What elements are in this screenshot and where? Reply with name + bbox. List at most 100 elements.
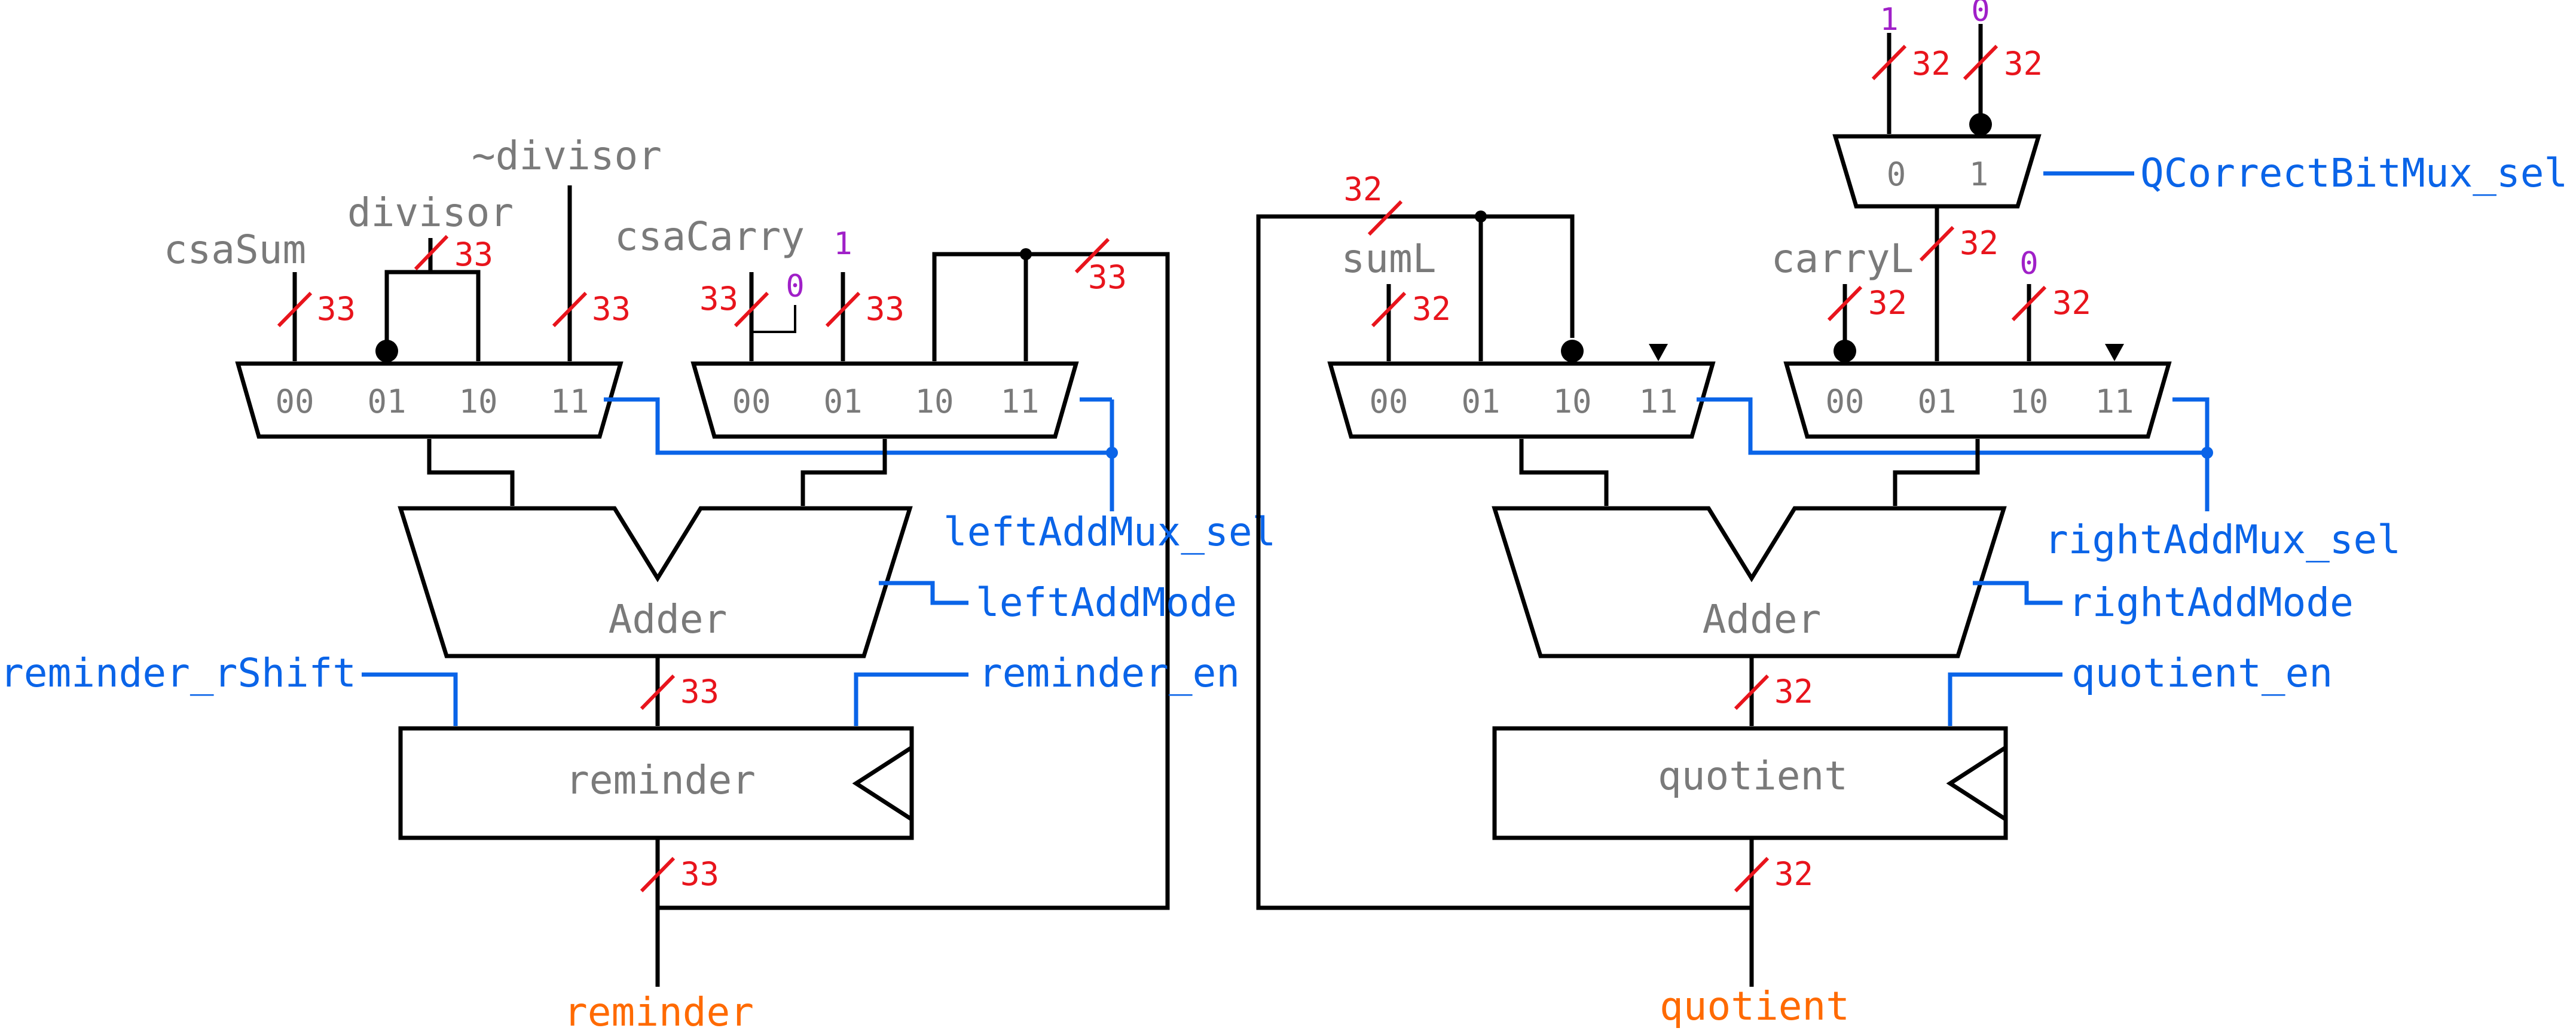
mux-pin-10: 10 [459, 383, 497, 420]
wire-mux2-out [800, 439, 887, 507]
quotient-label: quotient [1658, 753, 1848, 799]
width-slash [734, 291, 769, 328]
mux-pin-11: 11 [2095, 383, 2134, 420]
width-slash [277, 291, 313, 328]
wire-rmux2-out [1893, 439, 1980, 507]
width-label: 33 [680, 855, 719, 893]
wire-rightaddmux-sel-b [2172, 397, 2210, 453]
width-slash [1871, 44, 1907, 81]
junction-dot [1020, 248, 1032, 260]
inverter-dot [1561, 340, 1584, 362]
control-reminder-en[interactable]: reminder_en [979, 650, 1240, 696]
constant-one: 1 [1880, 2, 1898, 38]
wire-reminder-en [854, 672, 968, 727]
width-label: 33 [317, 290, 356, 328]
quotient-register [1492, 726, 2008, 840]
constant-one: 1 [833, 226, 852, 262]
wire-rightaddmode [1972, 581, 2062, 605]
constant-zero: 0 [786, 269, 804, 304]
unused-input-arrow [2105, 344, 2124, 361]
wire-quotient-en [1948, 672, 2062, 727]
width-label: 32 [1912, 45, 1951, 83]
width-slash [1963, 44, 1999, 81]
mux-pin-01: 01 [1917, 383, 1956, 420]
left-adder [398, 506, 913, 658]
clock-triangle [1946, 746, 2007, 821]
width-slash [1919, 225, 1955, 262]
inverter-dot [1969, 113, 1992, 136]
control-leftaddmux-sel[interactable]: leftAddMux_sel [943, 509, 1276, 555]
unused-input-arrow [1649, 344, 1668, 361]
inverter-dot [1834, 340, 1856, 362]
width-label: 33 [680, 673, 719, 710]
mux-pin-00: 00 [1369, 383, 1408, 420]
wire-rightaddmux-sel [1696, 397, 2210, 511]
width-label: 33 [1088, 258, 1127, 296]
mux-pin-00: 00 [732, 383, 771, 420]
width-slash [1734, 674, 1770, 710]
width-label: 32 [1412, 290, 1451, 328]
control-rightaddmux-sel[interactable]: rightAddMux_sel [2045, 517, 2401, 563]
mux-pin-0: 0 [1887, 155, 1906, 193]
width-label: 32 [2004, 45, 2043, 83]
control-qcorrectbitmux-sel[interactable]: QCorrectBitMux_sel [2140, 150, 2568, 196]
width-slash [414, 234, 449, 271]
mux-pin-1: 1 [1969, 155, 1989, 193]
input-csasum: csaSum [164, 227, 306, 273]
width-label: 32 [1343, 170, 1382, 208]
width-label: 32 [1960, 224, 1999, 262]
input-suml: sumL [1342, 236, 1437, 282]
width-slash [1074, 237, 1110, 274]
right-adder [1492, 506, 2007, 658]
output-quotient: quotient [1660, 983, 1850, 1029]
mux-pin-10: 10 [1553, 383, 1591, 420]
mux-pin-01: 01 [1461, 383, 1500, 420]
width-label: 32 [2052, 284, 2091, 322]
control-leftaddmode[interactable]: leftAddMode [976, 579, 1237, 626]
wire-leftaddmux-sel [603, 397, 1114, 511]
width-label: 33 [454, 236, 493, 273]
wire-reminder-feedback [658, 252, 1170, 910]
inverter-dot [375, 340, 398, 362]
constant-zero: 0 [1971, 0, 1990, 29]
adder-label: Adder [1703, 596, 1822, 642]
mux-pin-11: 11 [1639, 383, 1677, 420]
left-mux-2 [690, 361, 1079, 439]
reminder-label: reminder [566, 757, 756, 803]
right-mux-2 [1783, 361, 2172, 439]
width-slash [640, 674, 676, 710]
wire-leftaddmode [878, 581, 968, 605]
mux-pin-10: 10 [915, 383, 954, 420]
wire-divisor-split [384, 270, 481, 361]
wire-csacarry-shift [751, 305, 796, 333]
wire-reminder-rshift [362, 672, 458, 727]
width-label: 32 [1868, 284, 1907, 322]
control-rightaddmode[interactable]: rightAddMode [2068, 579, 2354, 626]
width-slash [2011, 285, 2047, 322]
junction-dot [1106, 447, 1118, 459]
width-label: 32 [1774, 673, 1813, 710]
reminder-register [398, 726, 914, 840]
input-divisor: divisor [347, 190, 514, 236]
wire-mux1-out [427, 439, 515, 507]
width-slash [825, 291, 861, 328]
junction-dot [1475, 211, 1487, 222]
width-slash [1367, 200, 1403, 236]
control-quotient-en[interactable]: quotient_en [2071, 650, 2333, 696]
right-mux-1 [1327, 361, 1716, 439]
control-reminder-rshift[interactable]: reminder_rShift [0, 650, 356, 696]
mux-pin-01: 01 [367, 383, 406, 420]
input-carryl: carryL [1771, 236, 1914, 282]
adder-label: Adder [609, 596, 728, 642]
input-not-divisor: ~divisor [472, 133, 662, 179]
mux-pin-11: 11 [1000, 383, 1039, 420]
mux-pin-10: 10 [2009, 383, 2048, 420]
width-slash [552, 291, 588, 328]
output-reminder: reminder [564, 989, 754, 1031]
wire-rmux1-out [1519, 439, 1609, 507]
mux-pin-00: 00 [275, 383, 314, 420]
wire-quotient-feedback [1256, 214, 1752, 910]
input-csacarry: csaCarry [615, 213, 805, 260]
width-label: 33 [592, 290, 631, 328]
